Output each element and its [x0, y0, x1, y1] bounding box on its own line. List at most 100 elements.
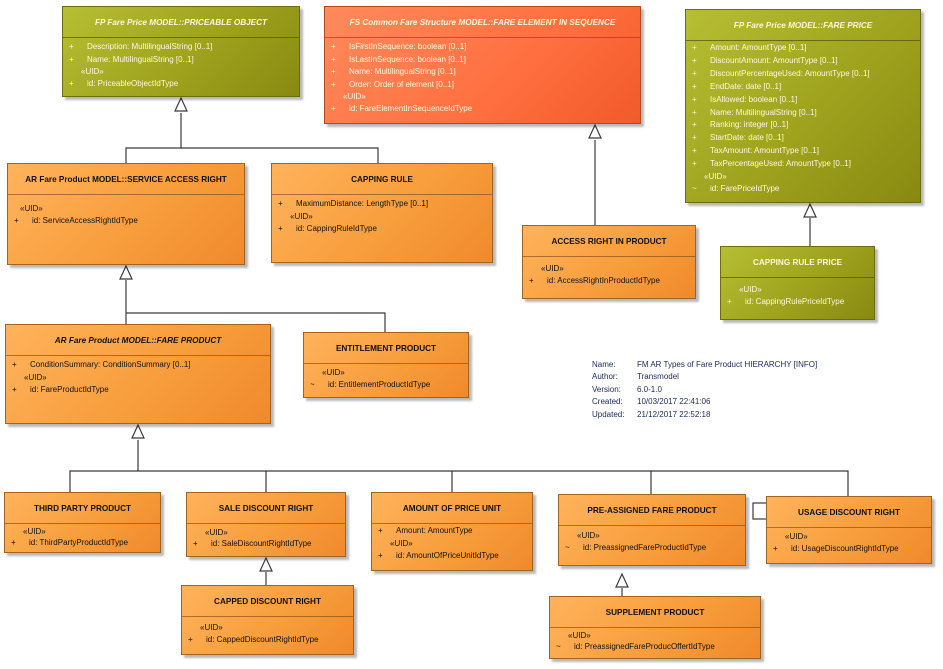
- attribute-row: +TaxAmount: AmountType [0..1]: [692, 146, 819, 156]
- attribute-row: +IsLastInSequence: boolean [0..1]: [331, 54, 466, 64]
- class-title: ENTITLEMENT PRODUCT: [304, 333, 468, 364]
- attribute-row: +Name: MultilingualString [0..1]: [69, 54, 194, 64]
- attribute-row: +IsAllowed: boolean [0..1]: [692, 94, 798, 104]
- class-amount-of-price-unit[interactable]: AMOUNT OF PRICE UNIT +Amount: AmountType…: [371, 492, 533, 571]
- uid-stereotype: «UID»: [290, 211, 313, 221]
- generalization-arrowhead: [803, 202, 817, 218]
- class-title: CAPPING RULE: [272, 164, 492, 195]
- class-title: THIRD PARTY PRODUCT: [5, 493, 160, 524]
- uid-stereotype: «UID»: [785, 532, 808, 541]
- generalization-arrowhead: [259, 556, 273, 572]
- attribute-row: +Name: MultilingualString [0..1]: [331, 67, 456, 77]
- id-attribute-row: +id: AccessRightInProductIdType: [529, 276, 660, 285]
- info-row: Updated:21/12/2017 22:52:18: [592, 409, 711, 419]
- info-row: Version:6.0-1.0: [592, 384, 662, 394]
- class-title: CAPPING RULE PRICE: [721, 247, 874, 278]
- class-capping-rule[interactable]: CAPPING RULE +MaximumDistance: LengthTyp…: [271, 163, 493, 263]
- attribute-row: +Description: MultilingualString [0..1]: [69, 42, 213, 51]
- class-title: FP Fare Price MODEL::FARE PRICE: [686, 10, 920, 41]
- attribute-row: +ConditionSummary: ConditionSummary [0..…: [12, 360, 191, 369]
- attribute-row: +Order: Order of element [0..1]: [331, 79, 454, 89]
- class-usage-discount-right[interactable]: USAGE DISCOUNT RIGHT «UID» +id: UsageDis…: [766, 496, 932, 564]
- id-attribute-row: ~id: PreassignedFareProducOffertIdType: [556, 642, 715, 651]
- class-title: SALE DISCOUNT RIGHT: [187, 493, 345, 524]
- attribute-row: +Ranking: integer [0..1]: [692, 120, 789, 130]
- class-capped-discount-right[interactable]: CAPPED DISCOUNT RIGHT «UID» +id: CappedD…: [181, 585, 354, 655]
- class-title: USAGE DISCOUNT RIGHT: [767, 497, 931, 528]
- uid-stereotype: «UID»: [568, 631, 591, 640]
- id-attribute-row: +id: ServiceAccessRightIdType: [14, 216, 138, 225]
- info-row: Name:FM AR Types of Fare Product HIERARC…: [592, 360, 818, 369]
- uid-stereotype: «UID»: [322, 368, 345, 377]
- uid-stereotype: «UID»: [704, 172, 727, 182]
- attribute-row: +DiscountPercentageUsed: AmountType [0..…: [692, 68, 870, 78]
- attribute-row: +Amount: AmountType: [378, 526, 473, 535]
- diagram-info: Name:FM AR Types of Fare Product HIERARC…: [592, 359, 817, 421]
- class-fare-product[interactable]: AR Fare Product MODEL::FARE PRODUCT +Con…: [5, 324, 271, 424]
- id-attribute-row: +id: CappingRulePriceIdType: [727, 297, 845, 306]
- class-title: CAPPED DISCOUNT RIGHT: [182, 586, 353, 617]
- uid-stereotype: «UID»: [739, 285, 762, 294]
- info-row: Created:10/03/2017 22:41:06: [592, 397, 711, 407]
- id-attribute-row: +id: CappingRuleIdType: [278, 223, 377, 233]
- attribute-row: +DiscountAmount: AmountType [0..1]: [692, 55, 838, 65]
- uid-stereotype: «UID»: [577, 531, 600, 540]
- class-capping-rule-price[interactable]: CAPPING RULE PRICE «UID» +id: CappingRul…: [720, 246, 875, 320]
- id-attribute-row: +id: FareProductIdType: [12, 384, 109, 394]
- uid-stereotype: «UID»: [23, 527, 46, 536]
- id-attribute-row: +id: CappedDiscountRightIdType: [188, 635, 319, 644]
- class-third-party-product[interactable]: THIRD PARTY PRODUCT «UID» +id: ThirdPart…: [4, 492, 161, 553]
- id-attribute-row: +id: AmountOfPriceUnitIdType: [378, 550, 499, 560]
- generalization-line: [125, 113, 182, 163]
- uid-stereotype: «UID»: [200, 623, 223, 632]
- generalization-arrowhead: [588, 123, 602, 139]
- attribute-row: +Amount: AmountType [0..1]: [692, 43, 807, 52]
- uid-stereotype: «UID»: [81, 67, 104, 77]
- id-attribute-row: ~id: FarePriceIdType: [692, 184, 780, 194]
- class-title: SUPPLEMENT PRODUCT: [550, 597, 760, 628]
- generalization-arrowhead: [174, 96, 188, 112]
- class-sale-discount-right[interactable]: SALE DISCOUNT RIGHT «UID» +id: SaleDisco…: [186, 492, 346, 557]
- class-title: AR Fare Product MODEL::SERVICE ACCESS RI…: [8, 164, 244, 195]
- generalization-arrowhead: [615, 572, 629, 588]
- class-priceable-object[interactable]: FP Fare Price MODEL::PRICEABLE OBJECT +D…: [62, 6, 300, 97]
- class-pre-assigned-fare-product[interactable]: PRE-ASSIGNED FARE PRODUCT «UID» ~id: Pre…: [558, 494, 746, 566]
- uid-stereotype: «UID»: [205, 528, 228, 537]
- uid-stereotype: «UID»: [20, 204, 43, 213]
- class-fare-price[interactable]: FP Fare Price MODEL::FARE PRICE +Amount:…: [685, 9, 921, 203]
- id-attribute-row: +id: PriceableObjectIdType: [69, 79, 179, 89]
- generalization-line: [69, 470, 652, 494]
- class-title: AR Fare Product MODEL::FARE PRODUCT: [6, 325, 270, 356]
- generalization-line: [126, 312, 386, 332]
- class-entitlement-product[interactable]: ENTITLEMENT PRODUCT «UID» ~id: Entitleme…: [303, 332, 469, 398]
- attribute-row: +MaximumDistance: LengthType [0..1]: [278, 199, 429, 208]
- id-attribute-row: +id: SaleDiscountRightIdType: [193, 539, 312, 548]
- id-attribute-row: +id: FareElementInSequenceIdType: [331, 104, 473, 114]
- class-supplement-product[interactable]: SUPPLEMENT PRODUCT «UID» ~id: Preassigne…: [549, 596, 761, 659]
- generalization-arrowhead: [131, 423, 145, 439]
- generalization-arrowhead: [119, 264, 133, 280]
- attribute-row: +StartDate: date [0..1]: [692, 133, 784, 143]
- class-title: AMOUNT OF PRICE UNIT: [372, 493, 532, 524]
- uid-stereotype: «UID»: [343, 92, 366, 102]
- class-access-right-in-product[interactable]: ACCESS RIGHT IN PRODUCT «UID» +id: Acces…: [522, 225, 696, 299]
- class-title: PRE-ASSIGNED FARE PRODUCT: [559, 495, 745, 526]
- uid-stereotype: «UID»: [24, 372, 47, 382]
- generalization-line: [651, 470, 849, 496]
- uid-stereotype: «UID»: [541, 264, 564, 273]
- id-attribute-row: +id: UsageDiscountRightIdType: [773, 544, 899, 553]
- class-title: FP Fare Price MODEL::PRICEABLE OBJECT: [63, 7, 299, 38]
- class-title: FS Common Fare Structure MODEL::FARE ELE…: [325, 7, 640, 38]
- attribute-row: +TaxPercentageUsed: AmountType [0..1]: [692, 159, 851, 169]
- attribute-row: +Name: MultilingualString [0..1]: [692, 107, 817, 117]
- id-attribute-row: +id: ThirdPartyProductIdType: [11, 538, 129, 547]
- attribute-row: +IsFirstInSequence: boolean [0..1]: [331, 42, 467, 51]
- class-fare-element-in-sequence[interactable]: FS Common Fare Structure MODEL::FARE ELE…: [324, 6, 641, 124]
- class-title: ACCESS RIGHT IN PRODUCT: [523, 226, 695, 257]
- id-attribute-row: ~id: PreassignedFareProductIdType: [565, 543, 707, 552]
- id-attribute-row: ~id: EntitlementProductIdType: [310, 380, 431, 389]
- generalization-line: [181, 147, 379, 163]
- class-service-access-right[interactable]: AR Fare Product MODEL::SERVICE ACCESS RI…: [7, 163, 245, 265]
- attribute-row: +EndDate: date [0..1]: [692, 81, 782, 91]
